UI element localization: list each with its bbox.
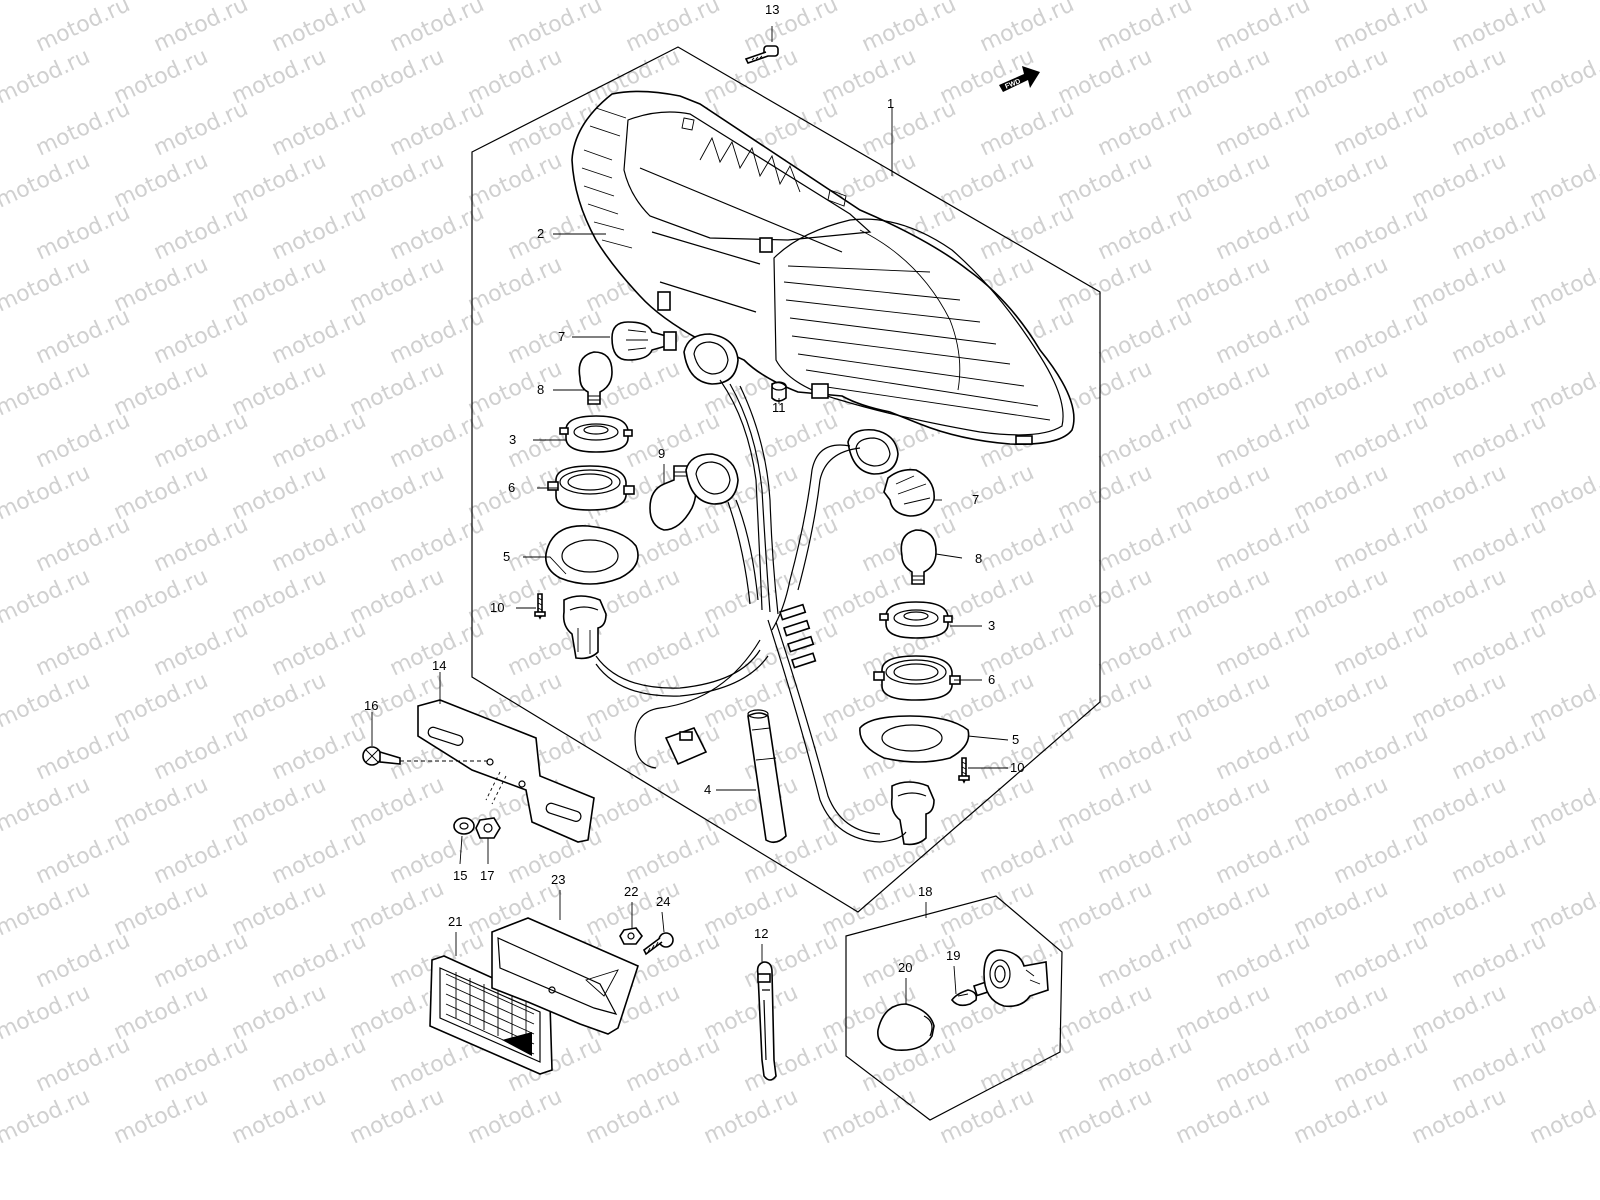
screw-10-upper-drawing bbox=[534, 593, 546, 620]
socket-upper-drawing bbox=[683, 333, 739, 385]
grommet-11-drawing bbox=[771, 381, 787, 402]
gasket-5-upper-drawing bbox=[544, 525, 639, 585]
screw-13-drawing bbox=[744, 45, 779, 64]
wiring-harness-drawing bbox=[595, 379, 907, 844]
socket-middle-drawing bbox=[685, 453, 739, 505]
part-number-labels: 13 1 2 7 8 11 3 9 6 7 5 8 10 3 14 6 16 5… bbox=[364, 2, 1024, 975]
part-ref-10-upper: 10 bbox=[490, 600, 504, 615]
part-ref-9: 9 bbox=[658, 446, 665, 461]
bulb-7-upper-drawing bbox=[611, 321, 677, 361]
part-ref-6-lower: 6 bbox=[988, 672, 995, 687]
holder-ring-3-upper-drawing bbox=[559, 415, 633, 453]
bulb-8-upper-drawing bbox=[578, 351, 613, 405]
ring-6-lower-drawing bbox=[873, 655, 961, 701]
bulb-19-drawing bbox=[951, 981, 990, 1007]
part-ref-6-upper: 6 bbox=[508, 480, 515, 495]
part-ref-11: 11 bbox=[772, 400, 786, 415]
assembly-outline bbox=[471, 46, 1101, 913]
part-ref-16: 16 bbox=[364, 698, 378, 713]
part-ref-4: 4 bbox=[704, 782, 711, 797]
lens-cap-20-drawing bbox=[877, 1003, 935, 1052]
ring-6-upper-drawing bbox=[547, 465, 635, 511]
socket-right-drawing bbox=[847, 428, 899, 475]
part-ref-3-upper: 3 bbox=[509, 432, 516, 447]
part-ref-13: 13 bbox=[765, 2, 779, 17]
plate-bracket-14-drawing bbox=[417, 699, 595, 843]
band-12-drawing bbox=[756, 961, 777, 1081]
part-ref-7-upper: 7 bbox=[558, 329, 565, 344]
part-ref-3-lower: 3 bbox=[988, 618, 995, 633]
part-ref-5-upper: 5 bbox=[503, 549, 510, 564]
part-ref-21: 21 bbox=[448, 914, 462, 929]
bulb-kit-18-outline bbox=[845, 895, 1063, 1121]
reflector-21-drawing bbox=[429, 955, 553, 1075]
part-ref-24: 24 bbox=[656, 894, 670, 909]
washer-15-drawing bbox=[453, 817, 475, 835]
part-ref-12: 12 bbox=[754, 926, 768, 941]
part-ref-17: 17 bbox=[480, 868, 494, 883]
part-ref-8-lower: 8 bbox=[975, 551, 982, 566]
part-ref-1: 1 bbox=[887, 96, 894, 111]
part-ref-14: 14 bbox=[432, 658, 446, 673]
socket-lower-right-drawing bbox=[890, 781, 935, 846]
holder-ring-3-lower-drawing bbox=[879, 601, 953, 639]
part-ref-20: 20 bbox=[898, 960, 912, 975]
part-ref-7-lower: 7 bbox=[972, 492, 979, 507]
part-ref-10-lower: 10 bbox=[1010, 760, 1024, 775]
lamp-housing-23-drawing bbox=[491, 917, 639, 1035]
nut-22-drawing bbox=[619, 927, 643, 945]
socket-lower-left-drawing bbox=[562, 595, 607, 660]
screw-10-lower-drawing bbox=[958, 757, 970, 784]
bulb-7-lower-drawing bbox=[883, 468, 935, 517]
part-ref-22: 22 bbox=[624, 884, 638, 899]
tail-light-housing-drawing bbox=[571, 90, 1075, 446]
part-ref-18: 18 bbox=[918, 884, 932, 899]
forward-direction-label: FWD bbox=[1004, 78, 1021, 90]
socket-18-drawing bbox=[983, 949, 1049, 1008]
part-ref-2: 2 bbox=[537, 226, 544, 241]
part-ref-8-upper: 8 bbox=[537, 382, 544, 397]
part-ref-15: 15 bbox=[453, 868, 467, 883]
bolt-16-drawing bbox=[362, 746, 488, 766]
part-ref-5-lower: 5 bbox=[1012, 732, 1019, 747]
gasket-5-lower-drawing bbox=[859, 715, 970, 763]
leader-lines bbox=[371, 26, 1009, 1004]
part-ref-23: 23 bbox=[551, 872, 565, 887]
screw-24-drawing bbox=[642, 932, 674, 956]
part-ref-19: 19 bbox=[946, 948, 960, 963]
bulb-8-lower-drawing bbox=[900, 529, 937, 585]
nut-17-drawing bbox=[475, 817, 501, 839]
forward-direction-badge: FWD bbox=[999, 66, 1040, 92]
